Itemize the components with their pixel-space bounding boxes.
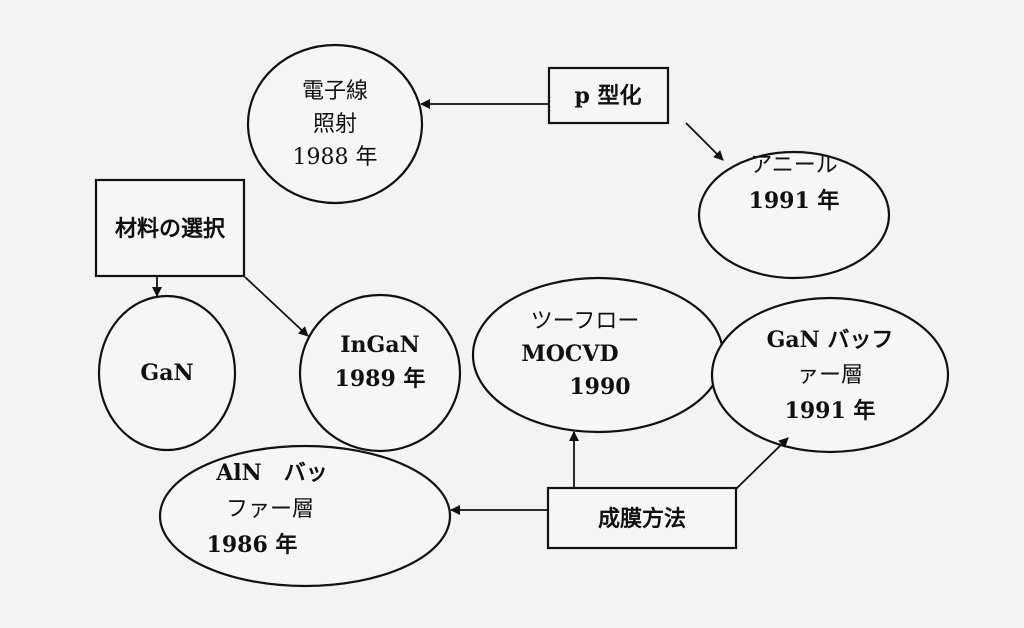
gan-label: GaN xyxy=(140,360,193,386)
aln-buffer-line2: ファー層 xyxy=(226,497,314,522)
arrow-p-type-to-anneal xyxy=(685,122,724,161)
ingan-line1: InGaN xyxy=(340,332,419,358)
node-material-selection: 材料の選択 xyxy=(94,178,246,278)
mocvd-line2: MOCVD xyxy=(521,341,618,367)
node-aln-buffer: AlN バッ ファー層 1986 年 xyxy=(158,444,452,588)
mocvd-line1: ツーフロー xyxy=(531,309,640,334)
gan-buffer-line3: 1991 年 xyxy=(785,398,876,424)
node-ingan: InGaN 1989 年 xyxy=(298,293,462,453)
anneal-line1: アニール xyxy=(750,153,838,178)
mocvd-line3: 1990 xyxy=(569,374,630,400)
p-type-label: p 型化 xyxy=(574,83,641,109)
arrow-material-to-ingan xyxy=(244,276,309,337)
node-gan: GaN xyxy=(97,294,237,452)
node-anneal: アニール 1991 年 xyxy=(697,150,891,280)
material-selection-label: 材料の選択 xyxy=(115,216,226,242)
node-two-flow-mocvd: ツーフロー MOCVD 1990 xyxy=(471,276,725,434)
aln-buffer-line3: 1986 年 xyxy=(207,532,298,558)
ingan-line2: 1989 年 xyxy=(335,366,426,392)
anneal-line2: 1991 年 xyxy=(749,188,840,214)
electron-beam-line1: 電子線 xyxy=(302,79,368,104)
node-p-type: p 型化 xyxy=(547,66,670,125)
electron-beam-line3: 1988 年 xyxy=(293,145,378,170)
film-method-label: 成膜方法 xyxy=(598,506,686,532)
electron-beam-line2: 照射 xyxy=(313,112,357,137)
gan-buffer-line2: ァー層 xyxy=(797,363,863,388)
arrow-film-to-gan-buffer xyxy=(735,437,789,490)
node-gan-buffer: GaN バッフ ァー層 1991 年 xyxy=(710,296,950,454)
gan-buffer-line1: GaN バッフ xyxy=(767,327,894,353)
aln-buffer-line1: AlN バッ xyxy=(215,460,328,486)
node-electron-beam: 電子線 照射 1988 年 xyxy=(246,43,424,205)
node-film-method: 成膜方法 xyxy=(546,486,738,550)
